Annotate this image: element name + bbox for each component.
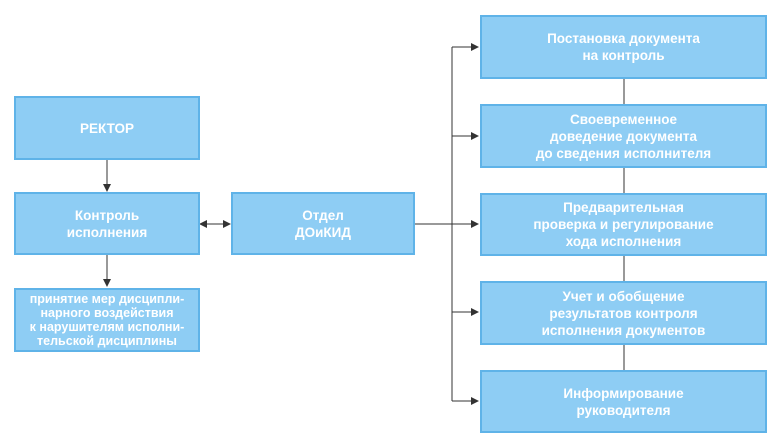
node-control-label: Контроль исполнения — [66, 207, 148, 240]
node-task3: Предварительная проверка и регулирование… — [480, 193, 767, 256]
node-task2-label: Своевременное доведение документа до све… — [535, 111, 712, 161]
node-task3-label: Предварительная проверка и регулирование… — [533, 200, 714, 249]
node-task5: Информирование руководителя — [480, 370, 767, 433]
node-measures-label: принятие мер дисципли- нарного воздейств… — [29, 292, 185, 348]
node-department: Отдел ДОиКИД — [231, 192, 415, 255]
node-task4-label: Учет и обобщение результатов контроля ис… — [541, 288, 706, 338]
node-rector: РЕКТОР — [14, 96, 200, 160]
node-task1-label: Постановка документа на контроль — [547, 31, 700, 63]
node-task2: Своевременное доведение документа до све… — [480, 104, 767, 168]
node-rector-label: РЕКТОР — [80, 120, 134, 136]
node-task1: Постановка документа на контроль — [480, 15, 767, 79]
node-measures: принятие мер дисципли- нарного воздейств… — [14, 288, 200, 352]
node-control: Контроль исполнения — [14, 192, 200, 255]
node-department-label: Отдел ДОиКИД — [295, 207, 351, 240]
node-task5-label: Информирование руководителя — [563, 385, 684, 418]
node-task4: Учет и обобщение результатов контроля ис… — [480, 281, 767, 345]
